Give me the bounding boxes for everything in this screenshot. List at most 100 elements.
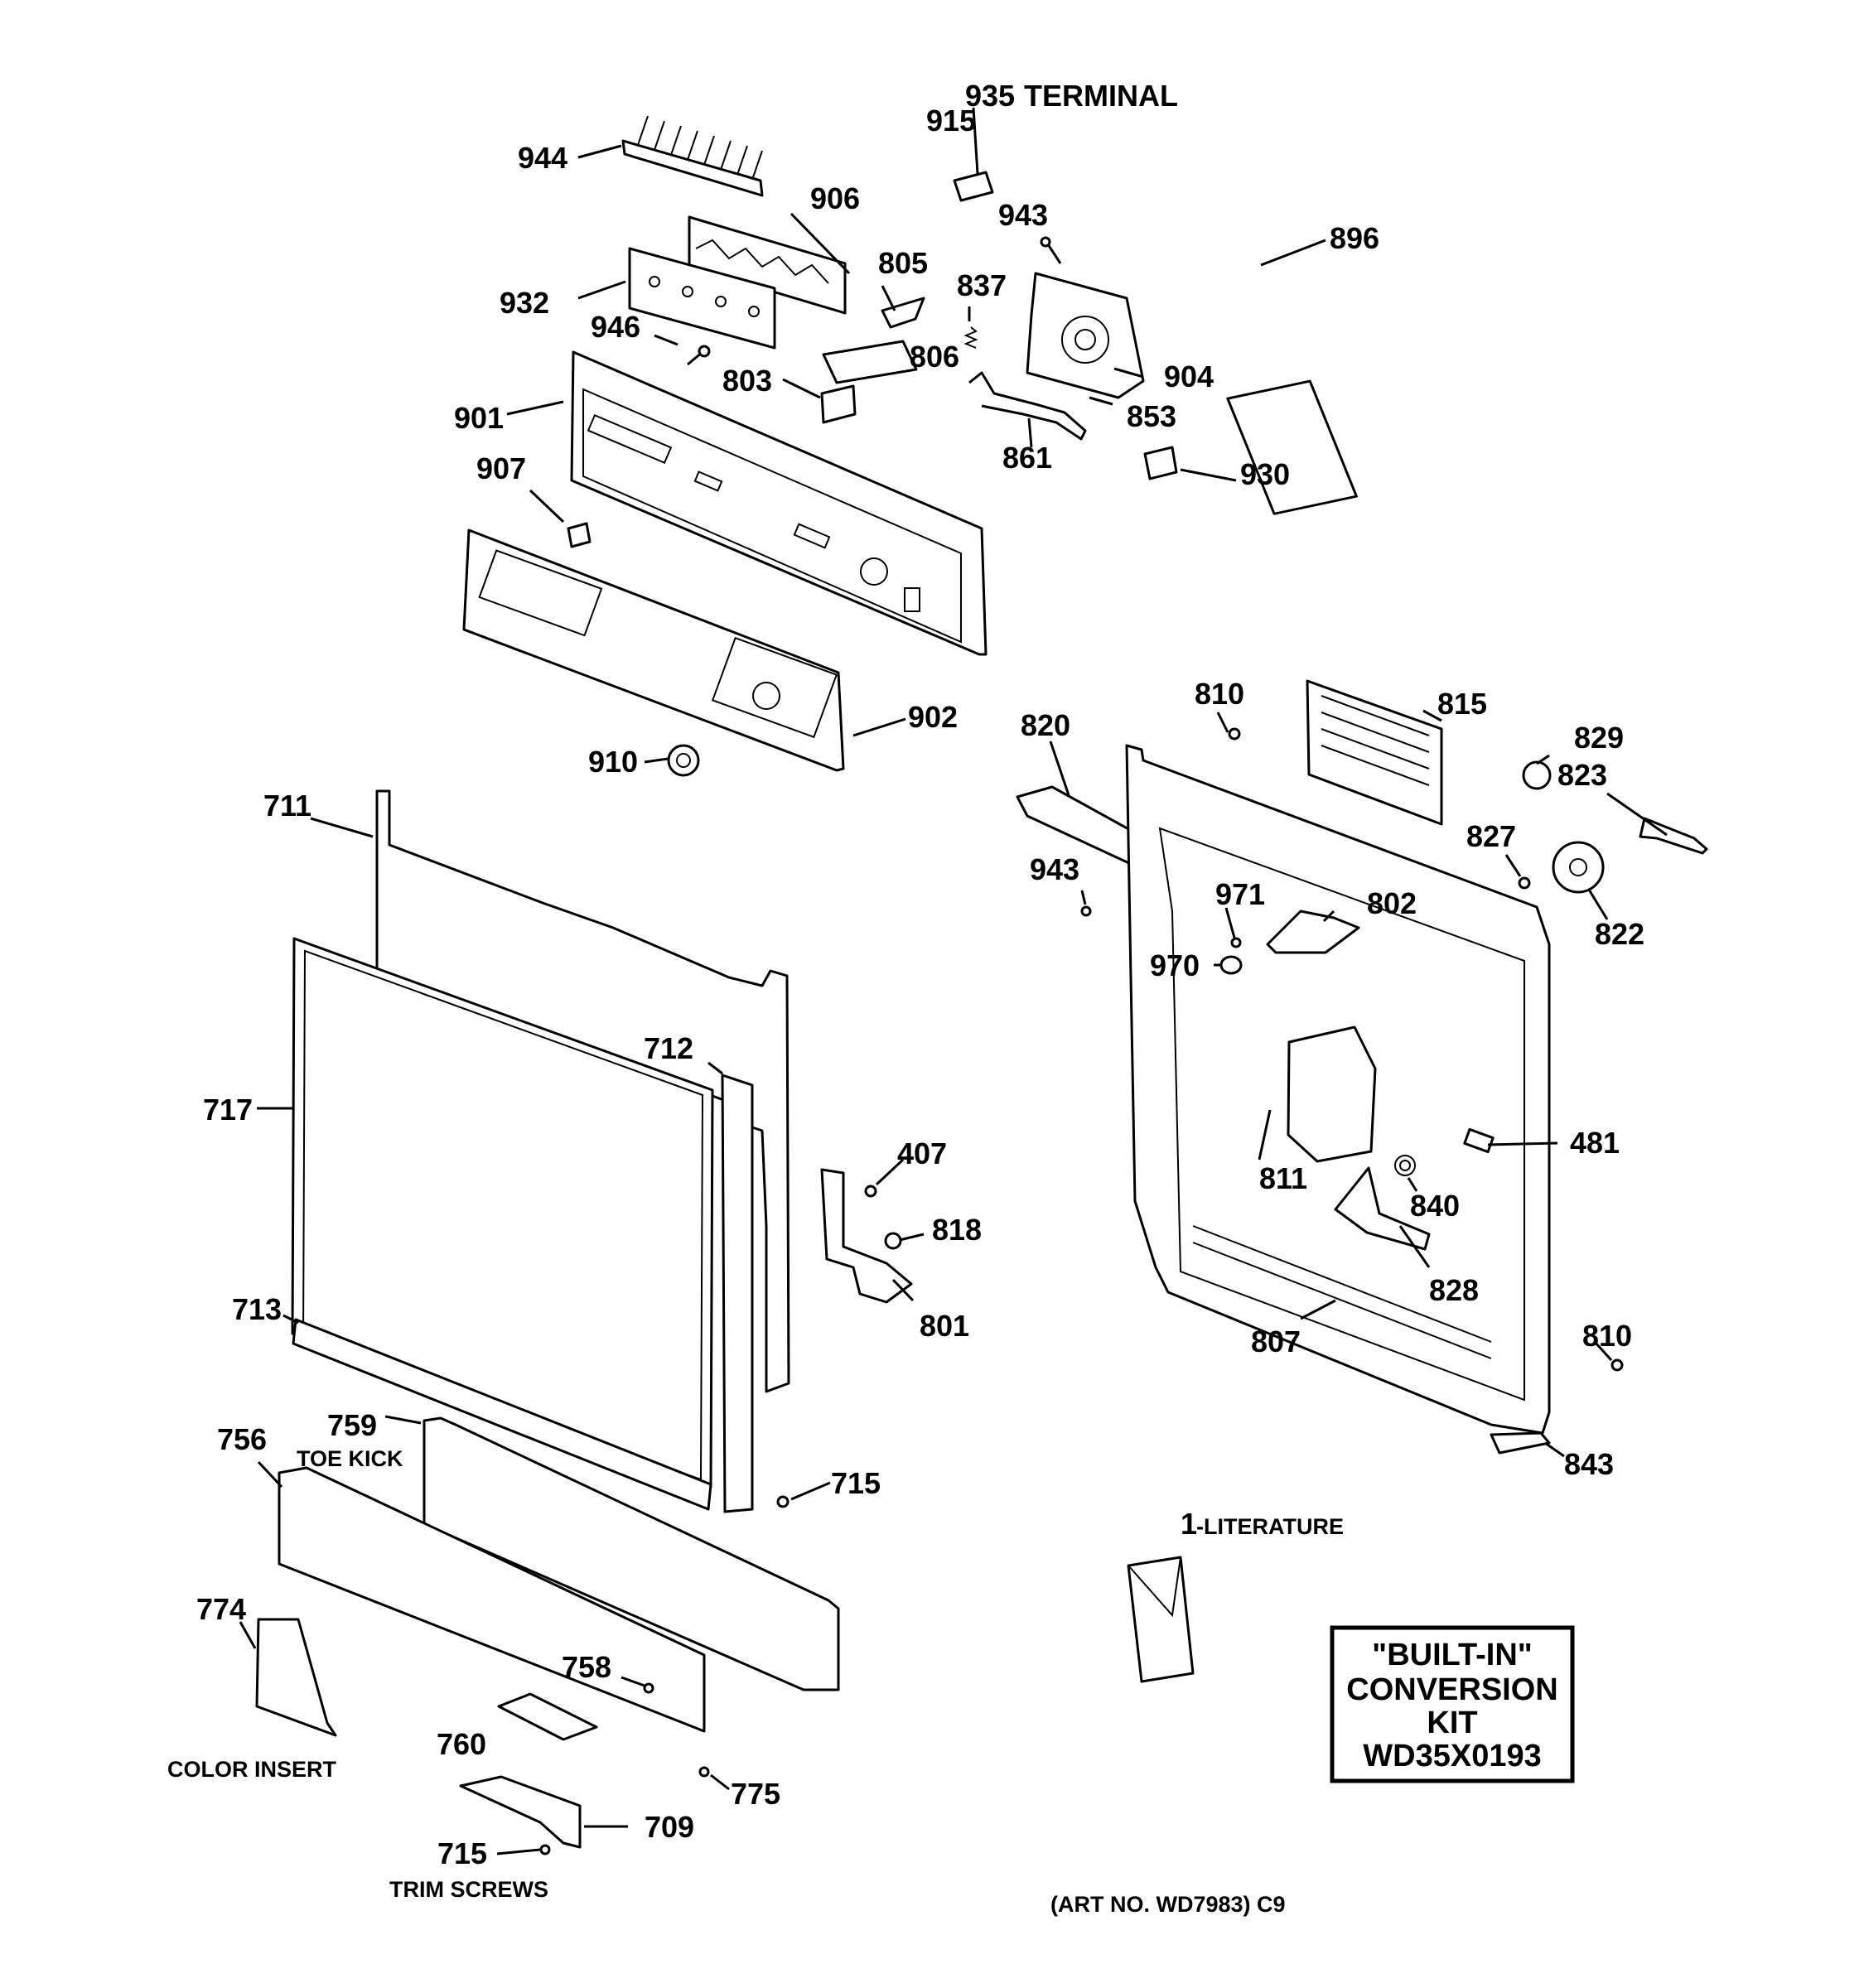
label-711: 711 <box>263 789 311 823</box>
part-822-gear <box>1552 841 1605 894</box>
part-861-853-linkage <box>968 371 1087 441</box>
label-944: 944 <box>518 141 567 175</box>
part-943-screw-top <box>1040 236 1062 264</box>
label-902: 902 <box>908 700 958 734</box>
label-901: 901 <box>454 401 504 435</box>
part-712-door-trim <box>721 1074 754 1513</box>
label-822: 822 <box>1595 917 1644 951</box>
part-715-screw <box>776 1495 790 1508</box>
label-943-right: 943 <box>1030 852 1079 886</box>
part-713-bottom-trim <box>292 1318 712 1511</box>
part-818-nut <box>884 1232 902 1250</box>
label-971: 971 <box>1215 877 1265 911</box>
part-840-spring <box>1394 1155 1416 1176</box>
part-902-control-panel <box>462 528 845 772</box>
label-861: 861 <box>1002 441 1052 475</box>
part-815-vent <box>1306 679 1443 826</box>
part-709-trim-bracket <box>459 1775 582 1849</box>
label-810-top: 810 <box>1195 677 1244 711</box>
literature-packet-flap <box>1128 1556 1181 1618</box>
part-407-screw <box>864 1185 877 1198</box>
part-904-timer <box>1026 272 1145 399</box>
label-759: 759 <box>327 1408 377 1442</box>
part-810-screw-bottom <box>1610 1358 1624 1372</box>
leader-lines <box>239 107 1668 1855</box>
label-837: 837 <box>957 268 1007 302</box>
label-805: 805 <box>878 246 928 280</box>
part-837-spring <box>963 326 978 349</box>
part-930-switch <box>1143 446 1178 480</box>
part-758-screw <box>643 1682 654 1694</box>
label-829: 829 <box>1574 721 1624 755</box>
label-481: 481 <box>1570 1126 1620 1160</box>
part-829-washer <box>1522 760 1552 790</box>
part-801-hinge <box>820 1168 913 1304</box>
part-970-bushing <box>1219 955 1243 975</box>
label-717: 717 <box>203 1093 253 1127</box>
part-828-lever <box>1334 1166 1431 1251</box>
part-932-switch-bracket <box>628 247 776 350</box>
label-color-insert: COLOR INSERT <box>167 1757 337 1782</box>
label-907: 907 <box>476 451 526 485</box>
part-805-806-bracket <box>822 297 925 384</box>
label-literature-number: 1 <box>1181 1507 1197 1541</box>
label-806: 806 <box>910 340 959 374</box>
part-971-screw <box>1230 937 1242 948</box>
kit-line-4: WD35X0193 <box>1363 1739 1541 1773</box>
label-803: 803 <box>722 364 772 398</box>
part-896-sheet <box>1226 379 1358 515</box>
label-935: 935 <box>965 79 1015 113</box>
label-943-top: 943 <box>998 198 1048 232</box>
label-756: 756 <box>217 1422 267 1456</box>
part-810-screw-top <box>1228 727 1241 741</box>
label-818: 818 <box>932 1213 982 1247</box>
label-775: 775 <box>731 1777 780 1811</box>
label-840: 840 <box>1410 1189 1460 1223</box>
label-715-trim: 715 <box>437 1836 487 1870</box>
label-811: 811 <box>1259 1161 1307 1195</box>
label-904: 904 <box>1164 359 1214 393</box>
part-901-console <box>570 350 988 656</box>
label-760: 760 <box>437 1727 486 1761</box>
kit-line-3: KIT <box>1427 1706 1477 1740</box>
label-713: 713 <box>232 1292 282 1326</box>
label-toe-kick: TOE KICK <box>297 1446 403 1471</box>
label-823: 823 <box>1557 758 1607 792</box>
label-802: 802 <box>1367 886 1417 920</box>
label-774: 774 <box>196 1592 246 1626</box>
label-930: 930 <box>1240 457 1290 491</box>
part-910-knob <box>667 744 700 777</box>
label-709: 709 <box>645 1810 694 1844</box>
label-820: 820 <box>1021 708 1070 742</box>
label-910: 910 <box>588 745 638 779</box>
part-843-bottom-hinge <box>1490 1431 1551 1455</box>
label-407: 407 <box>897 1136 947 1170</box>
art-number: (ART NO. WD7983) C9 <box>1050 1892 1286 1917</box>
label-915: 915 <box>926 104 976 138</box>
part-802-latch <box>1266 910 1360 954</box>
label-906: 906 <box>810 181 860 215</box>
part-760-bracket <box>497 1692 598 1741</box>
conversion-kit-box: "BUILT-IN" CONVERSION KIT WD35X0193 <box>1330 1625 1575 1783</box>
label-715-right: 715 <box>831 1466 881 1500</box>
label-828: 828 <box>1429 1273 1479 1307</box>
part-943-screw-right <box>1080 905 1092 917</box>
label-810-bottom: 810 <box>1582 1319 1632 1353</box>
part-775-screw <box>698 1766 710 1778</box>
part-759-toe-kick <box>423 1416 840 1691</box>
part-labels: 935 TERMINAL 915 944 906 943 896 805 837… <box>167 79 1644 1917</box>
label-terminal: TERMINAL <box>1024 79 1178 113</box>
part-907-button <box>567 522 592 548</box>
label-807: 807 <box>1251 1325 1301 1358</box>
label-712: 712 <box>644 1031 693 1065</box>
kit-line-2: CONVERSION <box>1346 1672 1557 1707</box>
kit-line-1: "BUILT-IN" <box>1372 1638 1533 1672</box>
part-756-lower-panel <box>278 1466 706 1733</box>
part-906-switch-housing <box>688 215 847 315</box>
label-843: 843 <box>1564 1447 1614 1481</box>
part-827-screw <box>1518 876 1531 890</box>
label-801: 801 <box>920 1309 969 1343</box>
label-827: 827 <box>1466 819 1516 853</box>
label-970: 970 <box>1150 948 1200 982</box>
